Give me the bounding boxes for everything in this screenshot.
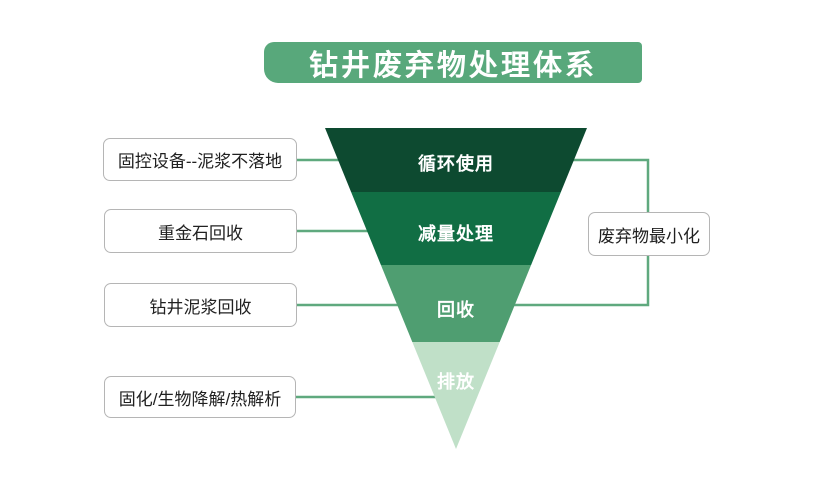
left-box-1-label: 固控设备--泥浆不落地 xyxy=(117,152,283,171)
left-box-solidification: 固化/生物降解/热解析 xyxy=(104,376,296,418)
title-banner: 钻井废弃物处理体系 xyxy=(264,42,642,83)
funnel-level-3-shape xyxy=(380,265,532,342)
funnel-level-2-label: 减量处理 xyxy=(418,224,494,244)
funnel-level-4-shape xyxy=(412,342,500,449)
left-box-solids-control: 固控设备--泥浆不落地 xyxy=(103,138,297,181)
right-box-waste-minimization: 废弃物最小化 xyxy=(588,212,710,256)
funnel-level-1-label: 循环使用 xyxy=(418,154,494,174)
right-box-label: 废弃物最小化 xyxy=(598,226,700,246)
funnel-level-4-label: 排放 xyxy=(437,372,475,392)
left-box-2-label: 重金石回收 xyxy=(158,223,243,243)
left-box-mud-recovery: 钻井泥浆回收 xyxy=(104,283,297,327)
funnel-level-2-shape xyxy=(351,192,561,265)
left-box-barite-recovery: 重金石回收 xyxy=(104,209,297,253)
page-title: 钻井废弃物处理体系 xyxy=(308,49,597,82)
funnel-level-1-shape xyxy=(325,128,587,192)
left-box-3-label: 钻井泥浆回收 xyxy=(149,297,252,317)
left-box-4-label: 固化/生物降解/热解析 xyxy=(118,389,282,409)
funnel-level-3-label: 回收 xyxy=(437,300,475,320)
